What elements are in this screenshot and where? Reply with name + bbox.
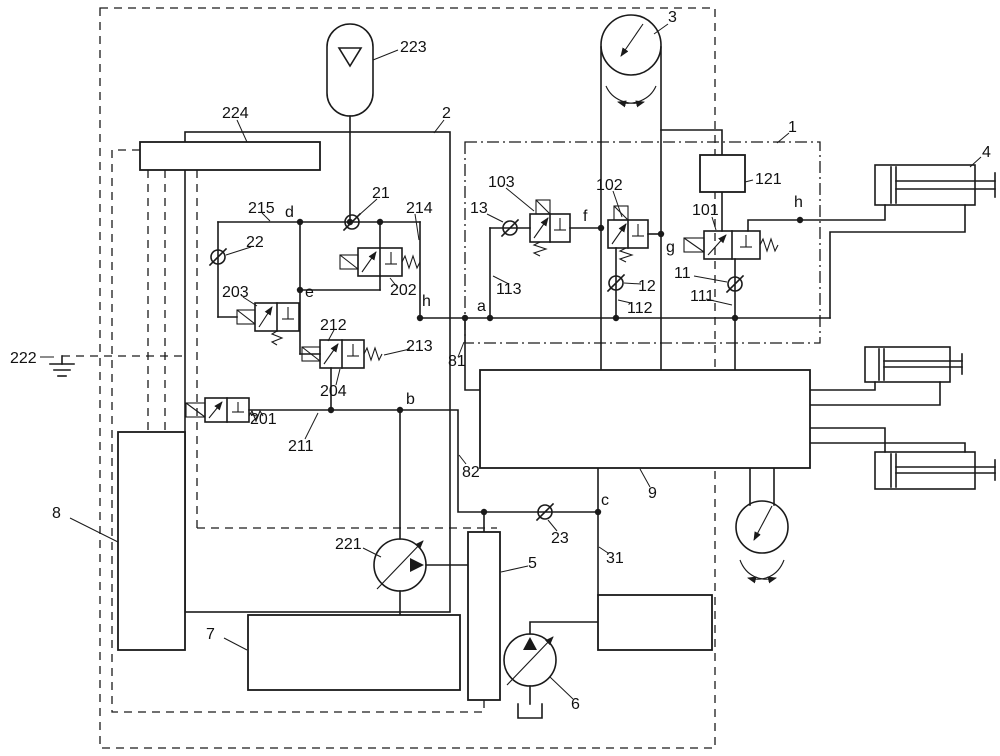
label-81: 81	[448, 353, 466, 370]
motor-lower-symbol	[735, 500, 789, 584]
label-203: 203	[222, 284, 249, 301]
label-31: 31	[606, 550, 624, 567]
controller-block-224	[139, 141, 321, 171]
component-blocks	[117, 141, 811, 701]
label-202: 202	[390, 282, 417, 299]
hydraulic-lines	[217, 46, 966, 705]
solenoid-valve-212	[301, 339, 383, 369]
check-valve-11	[725, 274, 745, 294]
label-2: 2	[442, 105, 451, 122]
label-204: 204	[320, 383, 347, 400]
check-valve-12	[606, 273, 626, 293]
label-5: 5	[528, 555, 537, 572]
accumulator-symbol	[326, 23, 374, 117]
label-6: 6	[571, 696, 580, 713]
motor-3-symbol	[600, 14, 662, 108]
pump-6-symbol	[503, 633, 557, 687]
label-22: 22	[246, 234, 264, 251]
label-8: 8	[52, 505, 61, 522]
label-215: 215	[248, 200, 275, 217]
tank-pump6-symbol	[517, 703, 543, 719]
label-f: f	[583, 208, 588, 225]
label-a: a	[477, 298, 486, 315]
label-13: 13	[470, 200, 488, 217]
label-b: b	[406, 391, 415, 408]
tank-222-symbol	[49, 355, 75, 377]
block-121	[699, 154, 746, 193]
label-4: 4	[982, 144, 991, 161]
label-c: c	[601, 492, 609, 509]
label-g: g	[666, 239, 675, 256]
label-e: e	[305, 284, 314, 301]
label-224: 224	[222, 105, 249, 122]
junction-dots	[296, 216, 804, 516]
cylinder-bottom	[874, 451, 996, 490]
label-23: 23	[551, 530, 569, 547]
label-103: 103	[488, 174, 515, 191]
label-211: 211	[288, 438, 314, 455]
label-3: 3	[668, 9, 677, 26]
pilot-dashed-lines	[62, 149, 497, 713]
solenoid-valve-201	[185, 397, 264, 423]
solenoid-valve-202	[339, 247, 421, 277]
block-8	[117, 431, 186, 651]
unit-1-boundary	[464, 141, 821, 344]
label-113: 113	[496, 281, 522, 298]
label-7: 7	[206, 626, 215, 643]
label-1: 1	[788, 119, 797, 136]
label-214: 214	[406, 200, 433, 217]
block-5	[467, 531, 501, 701]
label-102: 102	[596, 177, 623, 194]
label-leaders	[40, 23, 982, 700]
check-valve-13	[500, 218, 520, 238]
label-213: 213	[406, 338, 433, 355]
check-valve-22	[208, 247, 228, 267]
label-11: 11	[674, 265, 691, 282]
block-31-engine	[597, 594, 713, 651]
pilot-valve-103	[529, 199, 571, 257]
label-223: 223	[400, 39, 427, 56]
label-222: 222	[10, 350, 37, 367]
label-201: 201	[250, 411, 277, 428]
pump-221-symbol	[373, 538, 427, 592]
label-111: 111	[690, 288, 714, 305]
reference-labels: 223 224 2 3 1 121 4 215 21 214 22 103 13…	[10, 9, 991, 713]
label-101: 101	[692, 202, 719, 219]
unit-2-boundary	[184, 131, 451, 613]
label-h-top: h	[794, 194, 803, 211]
label-9: 9	[648, 485, 657, 502]
label-21: 21	[372, 185, 390, 202]
label-121: 121	[755, 171, 782, 188]
label-h-left: h	[422, 293, 431, 310]
block-7	[247, 614, 461, 691]
label-112: 112	[627, 300, 653, 317]
valve-manifold-block-9	[479, 369, 811, 469]
label-212: 212	[320, 317, 347, 334]
label-221: 221	[335, 536, 362, 553]
label-d: d	[285, 204, 294, 221]
label-12: 12	[638, 278, 656, 295]
check-valve-23	[535, 502, 555, 522]
solenoid-valve-101	[683, 230, 779, 260]
cylinder-top	[874, 164, 996, 206]
solenoid-valve-203	[236, 302, 300, 346]
label-82: 82	[462, 464, 480, 481]
cylinder-middle	[864, 346, 963, 383]
